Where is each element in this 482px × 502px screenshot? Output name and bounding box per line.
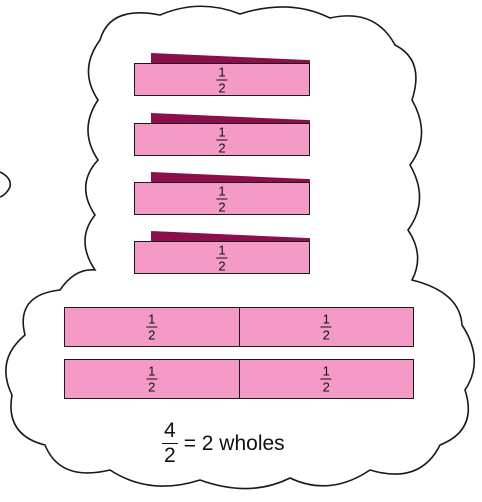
fraction-numerator: 1: [146, 363, 158, 380]
folded-strip-2: 1 2: [134, 113, 310, 156]
fraction-label: 1 2: [146, 363, 158, 395]
fraction-denominator: 2: [322, 327, 330, 343]
folded-strip-4: 1 2: [134, 231, 310, 274]
fraction-denominator: 2: [148, 379, 156, 395]
half-strip: 1 2: [134, 241, 310, 274]
half-section: 1 2: [65, 308, 239, 346]
fold-flap: [151, 113, 310, 124]
fraction-label: 1 2: [216, 183, 228, 214]
fold-flap: [151, 53, 310, 64]
fold-flap: [151, 231, 310, 242]
fraction-denominator: 2: [148, 327, 156, 343]
result-equation: 4 2 = 2 wholes: [162, 420, 285, 467]
fraction-numerator: 1: [320, 311, 332, 328]
fraction-denominator: 2: [218, 140, 226, 155]
half-section: 1 2: [65, 360, 239, 398]
fraction-numerator: 1: [216, 64, 228, 80]
fraction-numerator: 1: [216, 242, 228, 258]
fraction-denominator: 2: [218, 199, 226, 214]
fraction-label: 1 2: [216, 64, 228, 95]
fraction-label: 1 2: [216, 242, 228, 273]
thought-trail-circle: [0, 171, 12, 198]
fraction-label: 1 2: [216, 124, 228, 155]
whole-strip-2: 1 2 1 2: [64, 359, 414, 399]
fraction-label: 1 2: [320, 311, 332, 343]
result-numerator: 4: [162, 419, 178, 444]
fraction-numerator: 1: [216, 183, 228, 199]
fraction-label: 1 2: [146, 311, 158, 343]
result-denominator: 2: [164, 444, 176, 467]
fraction-denominator: 2: [218, 80, 226, 95]
fraction-denominator: 2: [218, 258, 226, 273]
fraction-numerator: 1: [320, 363, 332, 380]
fraction-label: 1 2: [320, 363, 332, 395]
fraction-denominator: 2: [322, 379, 330, 395]
half-section: 1 2: [238, 360, 414, 398]
half-strip: 1 2: [134, 182, 310, 215]
result-text: = 2 wholes: [183, 431, 285, 455]
half-strip: 1 2: [134, 63, 310, 96]
result-fraction: 4 2: [162, 420, 178, 467]
fraction-numerator: 1: [216, 124, 228, 140]
fold-flap: [151, 172, 310, 183]
whole-strip-1: 1 2 1 2: [64, 307, 414, 347]
fraction-numerator: 1: [146, 311, 158, 328]
folded-strip-3: 1 2: [134, 172, 310, 215]
half-section: 1 2: [238, 308, 414, 346]
half-strip: 1 2: [134, 123, 310, 156]
folded-strip-1: 1 2: [134, 53, 310, 96]
